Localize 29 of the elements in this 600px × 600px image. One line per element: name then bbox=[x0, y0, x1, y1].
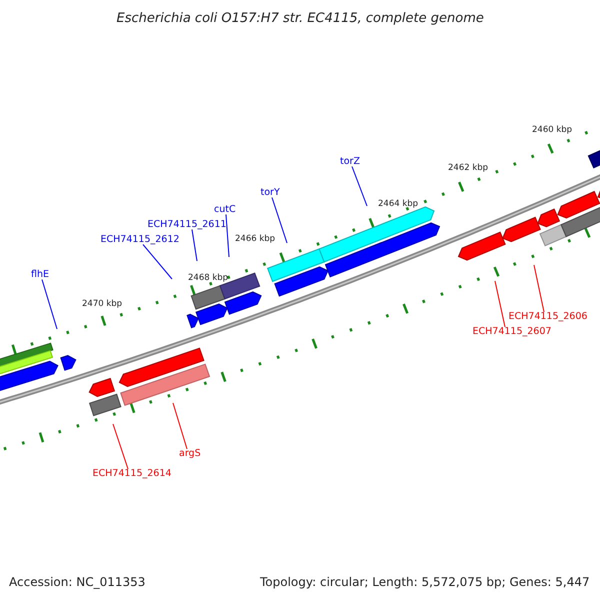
leader-line bbox=[272, 197, 288, 244]
title: Escherichia coli O157:H7 str. EC4115, complete genome bbox=[116, 12, 484, 24]
leader-line bbox=[172, 402, 188, 450]
accession-text: Accession: NC_011353 bbox=[9, 576, 146, 588]
gene-label: argS bbox=[179, 449, 201, 458]
leader-line bbox=[352, 166, 368, 206]
leader-line bbox=[226, 214, 230, 258]
gene-label: ECH74115_2607 bbox=[472, 327, 552, 336]
scale-label: 2466 kbp bbox=[235, 234, 276, 243]
scale-label: 2470 kbp bbox=[82, 300, 122, 308]
gene-label: ECH74115_2614 bbox=[92, 469, 172, 478]
leader-line bbox=[494, 280, 506, 328]
scale-label: 2464 kbp bbox=[378, 200, 418, 208]
gene-label: torZ bbox=[340, 157, 360, 166]
gene-label: torY bbox=[260, 188, 280, 198]
scale-label: 2468 kbp bbox=[188, 274, 228, 282]
gene-label: cutC bbox=[214, 205, 236, 214]
leader-line bbox=[112, 424, 128, 470]
scale-label: 2462 kbp bbox=[448, 164, 488, 172]
leader-line bbox=[192, 229, 198, 262]
gene-label: ECH74115_2612 bbox=[100, 235, 180, 244]
leader-line bbox=[42, 279, 58, 330]
leader-line bbox=[142, 244, 172, 280]
gene-label: ECH74115_2611 bbox=[148, 220, 226, 230]
gene-label: flhE bbox=[31, 270, 50, 280]
scale-label: 2460 kbp bbox=[532, 126, 572, 134]
leader-line bbox=[534, 264, 544, 312]
gene-label: ECH74115_2606 bbox=[508, 312, 588, 322]
genome-info-text: Topology: circular; Length: 5,572,075 bp; Genes: 5,447 bbox=[260, 576, 590, 588]
